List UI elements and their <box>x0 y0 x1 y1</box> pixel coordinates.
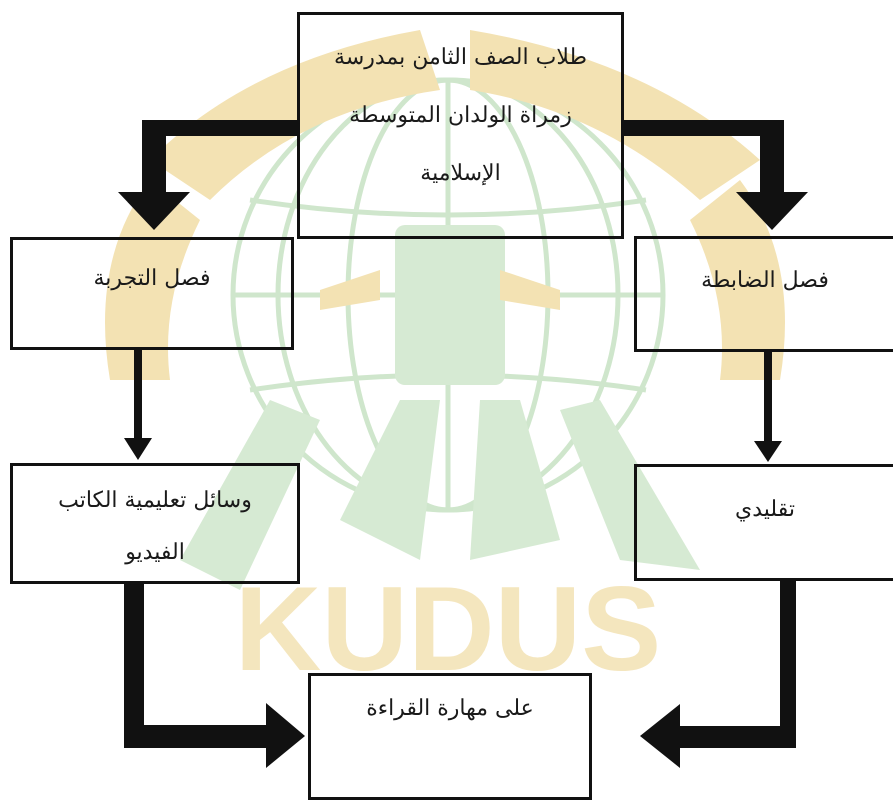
traditional-method-label: تقليدي <box>735 497 795 522</box>
reading-skill-box: على مهارة القراءة <box>308 673 592 800</box>
control-class-label: فصل الضابطة <box>701 268 829 293</box>
arrow-video-to-outcome <box>124 584 305 768</box>
arrow-experimental-to-video <box>124 350 152 460</box>
reading-skill-label: على مهارة القراءة <box>366 696 534 721</box>
video-media-line-1: وسائل تعليمية الكاتب <box>58 488 252 513</box>
experimental-class-box: فصل التجربة <box>10 237 294 350</box>
arrow-top-to-control <box>624 120 808 230</box>
experimental-class-label: فصل التجربة <box>93 266 211 291</box>
traditional-method-box: تقليدي <box>634 464 893 581</box>
control-class-box: فصل الضابطة <box>634 236 893 352</box>
students-line-2: زمراة الولدان المتوسطة <box>349 103 572 128</box>
arrow-control-to-traditional <box>754 352 782 462</box>
students-box: طلاب الصف الثامن بمدرسة زمراة الولدان ال… <box>297 12 624 239</box>
students-line-1: طلاب الصف الثامن بمدرسة <box>334 45 587 70</box>
video-media-box: وسائل تعليمية الكاتب الفيديو <box>10 463 300 584</box>
arrow-top-to-experimental <box>118 120 297 230</box>
video-media-line-2: الفيديو <box>125 540 185 565</box>
arrow-traditional-to-outcome <box>640 581 796 768</box>
students-line-3: الإسلامية <box>420 161 501 186</box>
